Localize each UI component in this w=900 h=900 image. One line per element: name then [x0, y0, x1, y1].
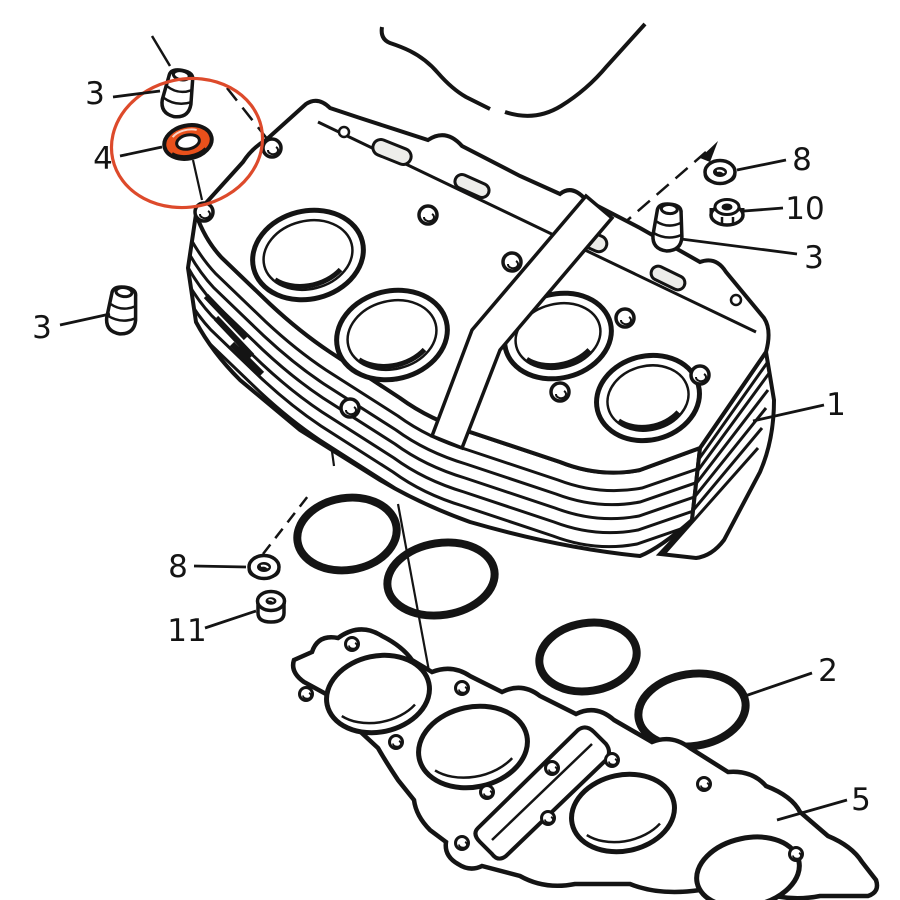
washer-right [703, 158, 737, 186]
pointer-top-damper [150, 35, 172, 67]
highlight-ellipse [109, 76, 265, 210]
callout-label-2: 2 [818, 653, 838, 689]
gasket-bore-1 [324, 652, 432, 736]
leader-line [59, 312, 111, 327]
callout-label-10: 10 [785, 191, 824, 227]
callout-8-right: 8 [736, 142, 812, 178]
callout-label-5: 5 [851, 782, 871, 818]
callout-11: 11 [167, 609, 257, 649]
callout-8-lower: 8 [168, 549, 247, 585]
leader-line [752, 403, 825, 423]
leader-line [112, 89, 161, 99]
bore-4 [594, 352, 702, 444]
callout-3-top: 3 [85, 76, 161, 112]
gasket-bore-2 [416, 703, 530, 791]
cylinder-bores [250, 207, 702, 444]
bore-2 [334, 287, 450, 383]
damper-top [157, 66, 199, 121]
callout-3-left: 3 [32, 310, 111, 346]
damper-left [103, 283, 141, 338]
callout-2: 2 [744, 653, 838, 698]
base-gasket [290, 627, 880, 900]
callout-label-3-top: 3 [85, 76, 105, 112]
callout-3-right: 3 [680, 237, 824, 276]
o-ring-4 [634, 669, 750, 751]
callout-5: 5 [776, 782, 871, 822]
callout-label-1: 1 [826, 387, 846, 423]
leader-line [119, 145, 163, 158]
callout-label-8-lower: 8 [168, 549, 188, 585]
leader-line [736, 158, 787, 172]
leader-line [193, 564, 247, 569]
leader-line [204, 609, 257, 630]
callout-label-11: 11 [167, 613, 206, 649]
leader-line [744, 671, 813, 698]
nut-lower-left [255, 589, 287, 624]
callout-label-4: 4 [93, 141, 113, 177]
leader-line [680, 237, 798, 256]
pointer-dashed-lower-left [262, 495, 309, 555]
callout-label-8-right: 8 [792, 142, 812, 178]
block-front-fins [188, 228, 700, 556]
callout-label-3-right: 3 [804, 240, 824, 276]
callouts: 3 4 3 8 11 8 10 3 [32, 76, 871, 822]
gasket-bore-3 [569, 771, 677, 855]
pointer-seal-seat [191, 159, 204, 201]
cam-chain-tunnel [429, 193, 615, 451]
bore-1 [250, 207, 366, 303]
cylinder-block [185, 98, 777, 561]
o-rings [293, 493, 750, 751]
leader-line [776, 798, 848, 822]
callout-10: 10 [743, 191, 825, 227]
gasket-cam-slot-inner [491, 743, 593, 841]
callout-4: 4 [93, 141, 163, 177]
o-ring-2 [383, 538, 499, 620]
washer-lower-left [247, 553, 281, 581]
o-ring-1 [293, 493, 401, 575]
flange-nut-right [709, 198, 745, 227]
callout-label-3-left: 3 [32, 310, 52, 346]
leader-line [743, 206, 784, 213]
o-ring-3 [535, 618, 641, 696]
oil-seal-highlighted [162, 123, 214, 161]
pointer-arrowhead-right [700, 141, 718, 162]
callout-1: 1 [752, 387, 846, 423]
damper-right [650, 201, 686, 254]
gasket-bores [324, 652, 802, 900]
cylinder-head-outline [379, 22, 647, 118]
